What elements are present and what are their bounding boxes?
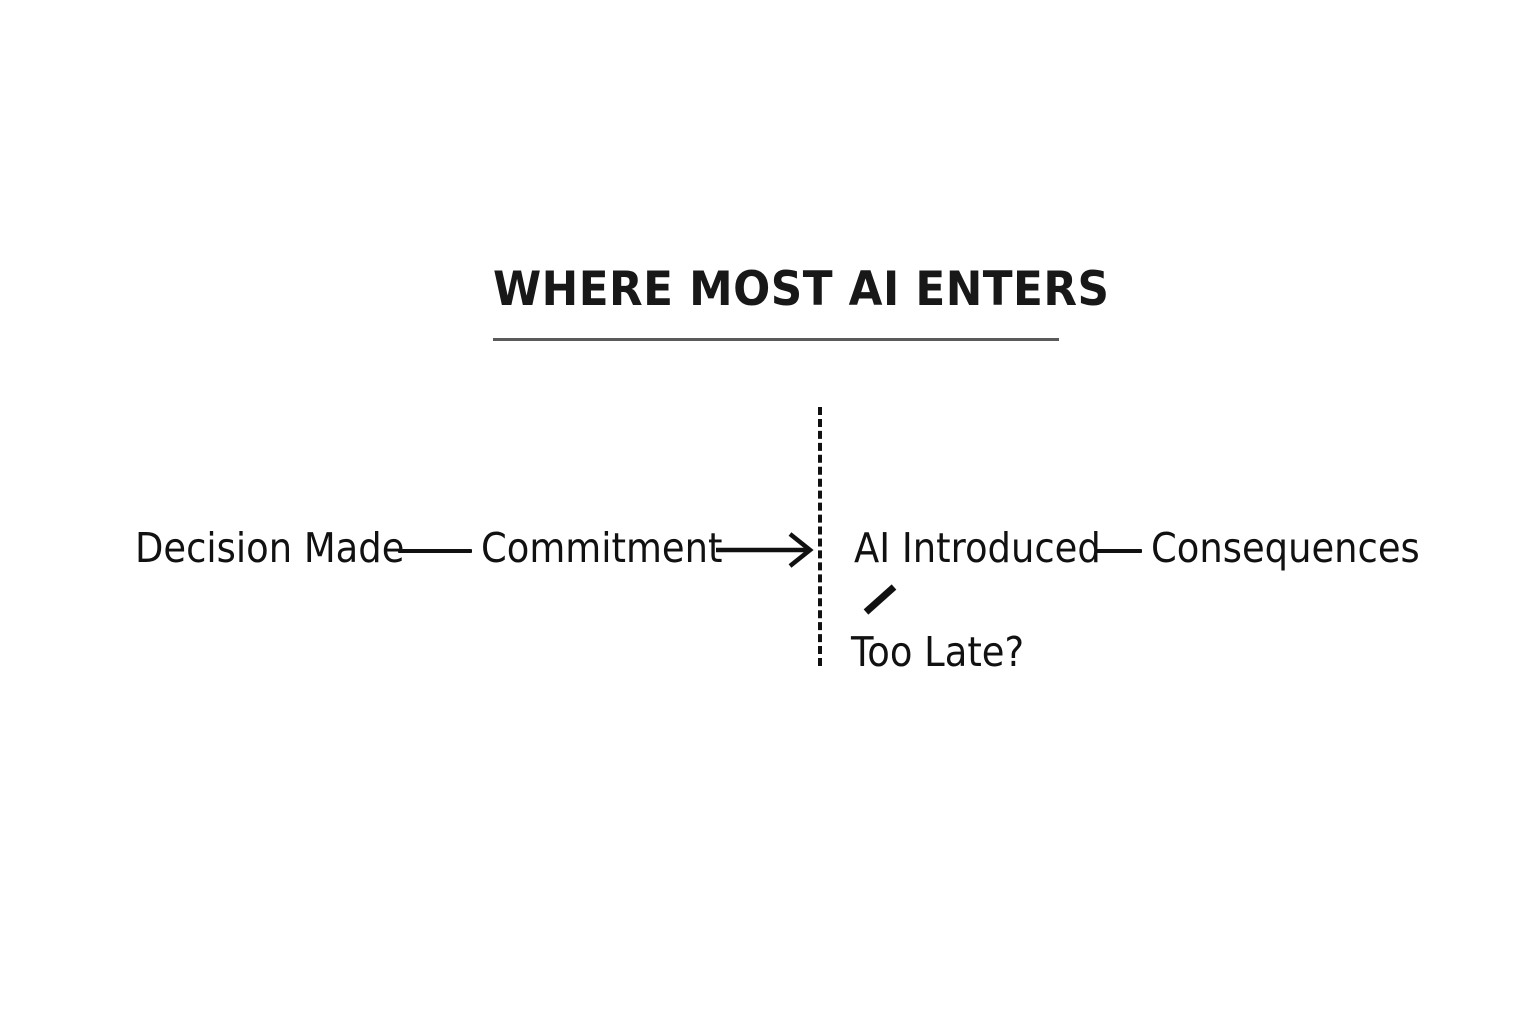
arrow-right-icon [716, 528, 816, 572]
stage-label-commitment: Commitment [481, 524, 723, 572]
title-underline-rule [493, 338, 1059, 341]
annotation-label-too-late: Too Late? [851, 628, 1025, 676]
connector-dash-ai-to-consequences [1096, 549, 1142, 553]
stage-label-ai-introduced: AI Introduced [854, 524, 1101, 572]
dashed-divider-line [818, 407, 822, 666]
page-title: WHERE MOST AI ENTERS [493, 262, 1110, 317]
diagonal-tick-icon [862, 584, 902, 616]
stage-label-consequences: Consequences [1151, 524, 1420, 572]
connector-line-decision-to-commitment [398, 549, 472, 553]
stage-label-decision-made: Decision Made [135, 524, 405, 572]
title-block: WHERE MOST AI ENTERS [493, 262, 1110, 341]
